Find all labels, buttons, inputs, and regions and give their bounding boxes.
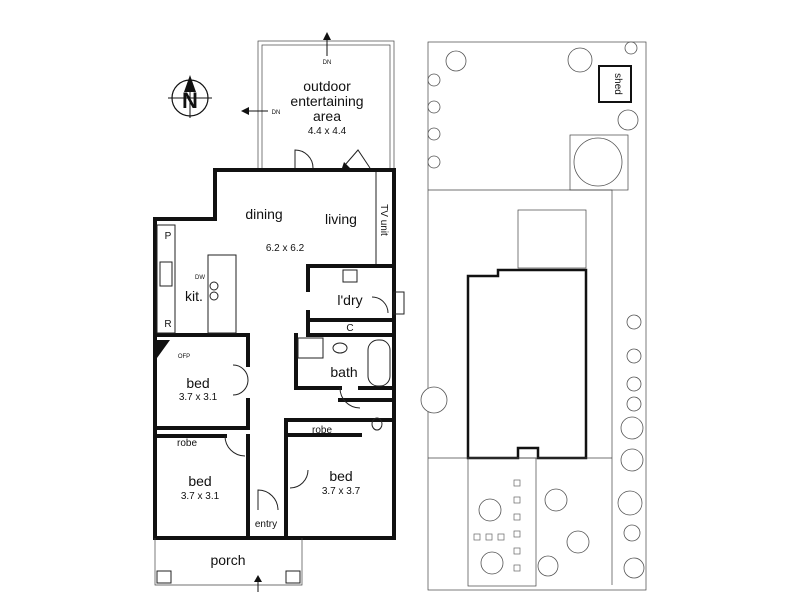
landscaping [420,41,645,579]
site-house-footprint [466,268,588,460]
stair-down-arrow-icon [323,32,331,40]
stair-down-label-top: DN [323,60,332,66]
stair-down-label-left: DN [272,110,281,116]
outdoor-label-line2: entertaining [290,93,363,109]
bed1-size: 3.7 x 3.1 [179,392,218,403]
shrub-icon [566,530,590,554]
shrub-icon [537,555,559,577]
laundry-label: l'dry [337,292,362,308]
tree-icon [573,137,623,187]
basin-icon [332,342,348,354]
bathtub-icon [367,339,391,387]
shed-label: shed [612,73,623,95]
cupboard-label: C [346,323,353,334]
shrub-icon [480,551,504,575]
dining-living-size: 6.2 x 6.2 [266,243,305,254]
site-plan: shed [427,41,647,591]
shrub-icon [623,557,645,579]
house-walls [153,168,396,540]
bed2-label: bed [188,473,211,489]
tree-icon [420,386,448,414]
outdoor-size: 4.4 x 4.4 [308,126,347,137]
tree-icon [567,47,593,73]
shrub-icon [624,41,638,55]
laundry-tub-icon [342,269,358,283]
shrub-icon [626,376,642,392]
outdoor-area: outdoor entertaining area 4.4 x 4.4 DN D… [241,32,395,171]
shrub-icon [427,155,441,169]
bed1-label: bed [186,375,209,391]
shrub-icon [427,100,441,114]
outdoor-label-line3: area [313,108,341,124]
dining-label: dining [245,206,282,222]
entry-label: entry [255,519,277,530]
tree-icon [617,490,643,516]
shrub-icon [544,488,568,512]
tree-icon [617,109,639,131]
shrub-icon [427,127,441,141]
tv-unit-label: TV unit [378,204,389,236]
sink-icon [209,281,219,291]
outdoor-label-line1: outdoor [303,78,351,94]
bed2-robe-label: robe [177,438,197,449]
stair-left-arrow-icon [241,107,249,115]
porch: porch [154,538,303,592]
bed2-size: 3.7 x 3.1 [181,491,220,502]
shrub-icon [623,524,641,542]
shed [598,65,632,103]
kitchen-label: kit. [185,288,203,304]
shrub-icon [478,498,502,522]
compass-letter: N [182,88,198,113]
pantry-label: P [165,231,172,242]
shrub-icon [626,314,642,330]
fireplace-icon [157,340,170,358]
dishwasher-label: DW [195,275,205,281]
shrub-icon [626,396,642,412]
tree-icon [445,50,467,72]
living-label: living [325,211,357,227]
bath-label: bath [330,364,357,380]
bed3-size: 3.7 x 3.7 [322,486,361,497]
toilet-icon [371,417,383,431]
shrub-icon [626,348,642,364]
fireplace-label: OFP [178,354,190,360]
fridge-label: R [164,319,171,330]
shower-icon [297,337,324,359]
compass: N [168,75,212,118]
shrub-icon [620,448,644,472]
bed3-label: bed [329,468,352,484]
kitchen: P R DW kit. [156,224,237,334]
porch-label: porch [210,552,245,568]
bed3-robe-label: robe [312,425,332,436]
entry-arrow-icon [254,575,262,582]
shrub-icon [620,416,644,440]
shrub-icon [427,73,441,87]
stove-icon [159,261,173,287]
